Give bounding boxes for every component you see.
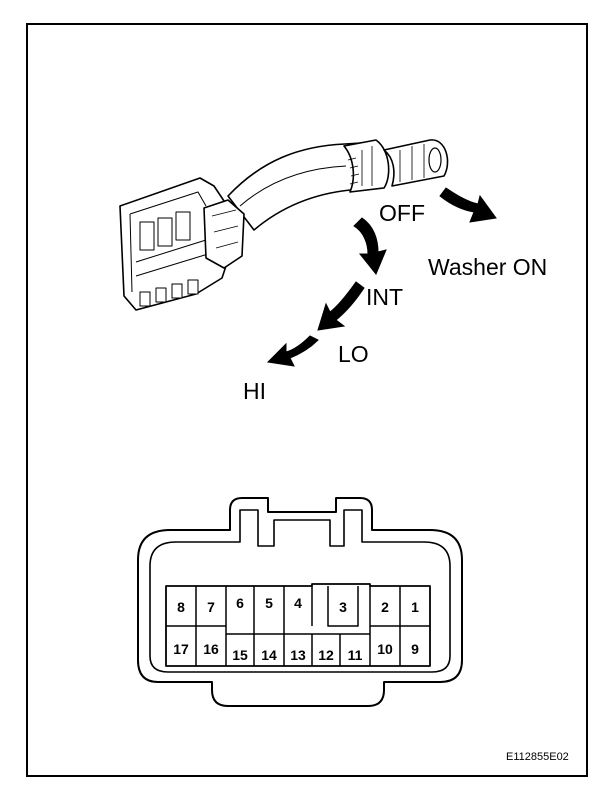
position-label-off: OFF xyxy=(379,200,425,226)
pin-label: 2 xyxy=(381,599,389,615)
pin-label: 16 xyxy=(203,641,219,657)
pin-label: 6 xyxy=(236,595,244,611)
position-label-int: INT xyxy=(366,284,404,310)
pin-label: 14 xyxy=(261,647,277,663)
pin-label: 13 xyxy=(290,647,306,663)
pin-grid xyxy=(166,586,430,666)
wiper-switch-assembly xyxy=(119,139,449,311)
arrow-hi xyxy=(266,335,319,367)
wiper-rotary-ring xyxy=(343,139,390,193)
pin-label: 10 xyxy=(377,641,393,657)
connector-outer-housing xyxy=(137,497,463,707)
pin-label: 5 xyxy=(265,595,273,611)
position-label-washer-on: Washer ON xyxy=(428,254,548,280)
position-label-lo: LO xyxy=(338,341,369,367)
pin-label: 4 xyxy=(294,595,302,611)
pin-label: 12 xyxy=(318,647,334,663)
arrow-lo xyxy=(317,281,365,331)
pin-label: 11 xyxy=(347,647,363,663)
pin-label: 1 xyxy=(411,599,419,615)
pin-label: 8 xyxy=(177,599,185,615)
connector-inner-housing xyxy=(149,509,451,673)
connector-face xyxy=(137,497,463,707)
outer-border xyxy=(26,23,588,777)
direction-arrows xyxy=(266,187,497,367)
pin-label: 17 xyxy=(173,641,189,657)
pin-label: 7 xyxy=(207,599,215,615)
ring-markings xyxy=(347,146,373,186)
switch-terminals xyxy=(139,279,199,307)
switch-pivot xyxy=(203,199,245,269)
arrow-int xyxy=(353,217,387,275)
pin-label: 9 xyxy=(411,641,419,657)
pin-label: 15 xyxy=(232,647,248,663)
position-label-hi: HI xyxy=(243,378,266,404)
arrow-washer-on xyxy=(439,187,497,223)
pin-label: 3 xyxy=(339,599,347,615)
figure-code: E112855E02 xyxy=(506,751,569,763)
